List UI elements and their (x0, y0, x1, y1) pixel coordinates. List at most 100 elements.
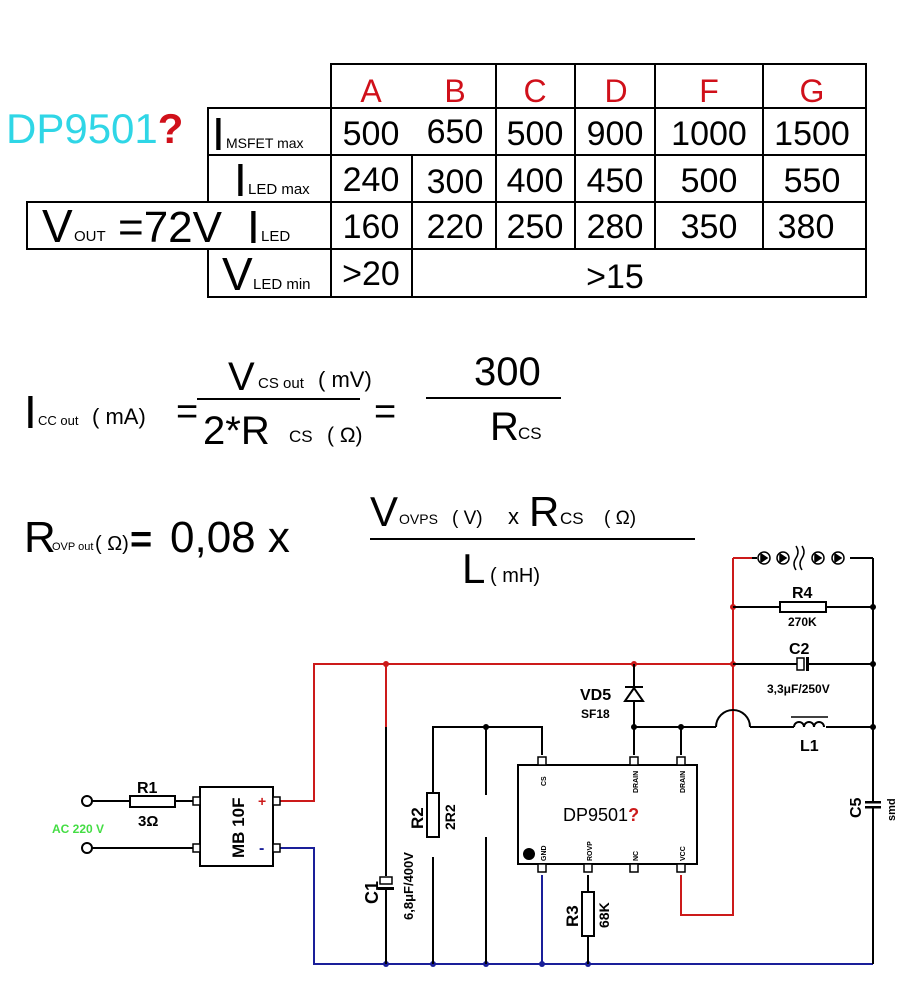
fraction-bar (197, 398, 360, 400)
vout-subscript: OUT (74, 228, 106, 245)
c1-label: C1 (362, 881, 382, 904)
table-cell: 160 (343, 208, 400, 246)
column-header: C (523, 73, 546, 109)
column-header: D (604, 73, 627, 109)
row-label-symbol: I (247, 201, 260, 253)
formula1-den2-sub: CS (518, 424, 542, 443)
ic-name-question: ? (628, 805, 639, 825)
ic-dp9501: CS DRAIN DRAIN GND ROVP NC VCC DP9501? (517, 756, 698, 873)
formula2-lhs-unit: ( Ω) (95, 533, 129, 555)
junction-dot (870, 661, 876, 667)
vd5-label: VD5 (580, 687, 611, 704)
row-label-subscript: MSFET max (226, 135, 304, 151)
table-cell: 1500 (774, 115, 850, 153)
bridge-rectifier: MB 10F + - (192, 786, 281, 867)
junction-dot (483, 724, 489, 730)
formula2-den-unit: ( mH) (490, 565, 540, 587)
table-cell: 500 (343, 115, 400, 153)
negative-rail (280, 847, 873, 965)
l1-label: L1 (800, 738, 819, 755)
formula2-num-symbol: V (370, 488, 398, 535)
row-label-symbol: V (222, 248, 253, 300)
table-cell: 280 (587, 208, 644, 246)
resistor-r3: R3 68K (563, 891, 612, 937)
r4-value: 270K (788, 615, 817, 629)
c5-label: C5 (848, 797, 865, 818)
chip-title: DP9501? (6, 104, 183, 154)
formula-current: I CC out ( mA) = V CS out ( mV) 2*R CS (… (24, 350, 561, 453)
r1-label: R1 (137, 780, 158, 797)
led-icon (831, 551, 845, 565)
table-cell: 240 (343, 161, 400, 199)
table-cell: 400 (507, 162, 564, 200)
ic-pin-label: VCC (680, 846, 687, 861)
formula2-num-unit: ( V) (452, 508, 483, 529)
table-cell: 1000 (671, 115, 747, 153)
chip-title-question: ? (157, 105, 184, 152)
junction-dot (678, 724, 684, 730)
ic-pin-label: DRAIN (633, 771, 640, 793)
formula1-den-sub: CS (289, 427, 313, 446)
c5-value: smd (886, 798, 898, 821)
formula1-lhs-unit: ( mA) (92, 404, 146, 429)
junction-dot (870, 724, 876, 730)
resistor-r1: R1 3Ω (129, 780, 176, 830)
r4-label: R4 (792, 585, 813, 602)
diode-vd5: VD5 SF18 (580, 686, 645, 721)
c2-value: 3,3μF/250V (767, 682, 830, 696)
vd5-value: SF18 (581, 707, 610, 721)
formula1-equals-2: = (374, 391, 396, 433)
led-icon (757, 551, 771, 565)
column-header: G (800, 73, 825, 109)
formula1-equals: = (176, 391, 198, 433)
table-cell: 450 (587, 162, 644, 200)
resistor-r4: R4 270K (779, 585, 827, 629)
row-label-subscript: LED max (248, 181, 310, 198)
formula2-lhs-symbol: R (24, 513, 56, 562)
row-label-subscript: LED (261, 228, 290, 245)
formula1-num-unit: ( mV) (318, 367, 372, 392)
junction-dot (870, 604, 876, 610)
column-header: F (699, 73, 719, 109)
formula2-coef: 0,08 x (170, 513, 290, 562)
formula1-den2-symbol: R (490, 405, 519, 449)
column-header: B (444, 73, 465, 109)
bridge-plus: + (258, 793, 266, 809)
led-icon (776, 551, 790, 565)
formula2-num-sub: OVPS (399, 511, 438, 527)
ac-terminal (81, 842, 93, 854)
table-cell: 900 (587, 115, 644, 153)
formula2-num-symbol2: R (529, 488, 559, 535)
ic-name: DP9501? (563, 805, 639, 825)
formula1-den-prefix: 2*R (203, 409, 270, 453)
table-cell: 250 (507, 208, 564, 246)
formula1-den-unit: ( Ω) (327, 424, 363, 447)
r3-value: 68K (596, 902, 612, 928)
table-cell: 650 (427, 113, 484, 151)
row-label-symbol: I (212, 108, 225, 160)
fraction-bar (426, 397, 561, 399)
formula2-num-times: x (508, 504, 519, 529)
c1-value: 6,8μF/400V (401, 852, 416, 920)
formula2-lhs-sub: OVP out (52, 541, 93, 553)
ic-pin-label: GND (541, 845, 548, 861)
fraction-bar (370, 538, 695, 540)
chip-title-name: DP9501 (6, 105, 158, 152)
formula1-num-symbol: V (228, 355, 255, 399)
table-cell: 300 (427, 163, 484, 201)
c2-label: C2 (789, 641, 810, 658)
ic-pin-label: ROVP (587, 841, 594, 861)
formula1-num-sub: CS out (258, 375, 305, 392)
formula1-num2: 300 (474, 350, 541, 394)
table-cell: 550 (784, 162, 841, 200)
table-cell: >15 (586, 258, 644, 296)
formula2-equals: = (130, 519, 152, 561)
ac-input-label: AC 220 V (52, 822, 104, 836)
formula2-num-unit2: ( Ω) (604, 508, 636, 529)
r1-value: 3Ω (138, 813, 158, 830)
capacitor-c1: C1 6,8μF/400V (362, 852, 416, 920)
table-cell: 350 (681, 208, 738, 246)
junction-dot (383, 661, 389, 667)
formula2-den-symbol: L (462, 545, 485, 590)
inductor-l1: L1 (791, 716, 828, 755)
